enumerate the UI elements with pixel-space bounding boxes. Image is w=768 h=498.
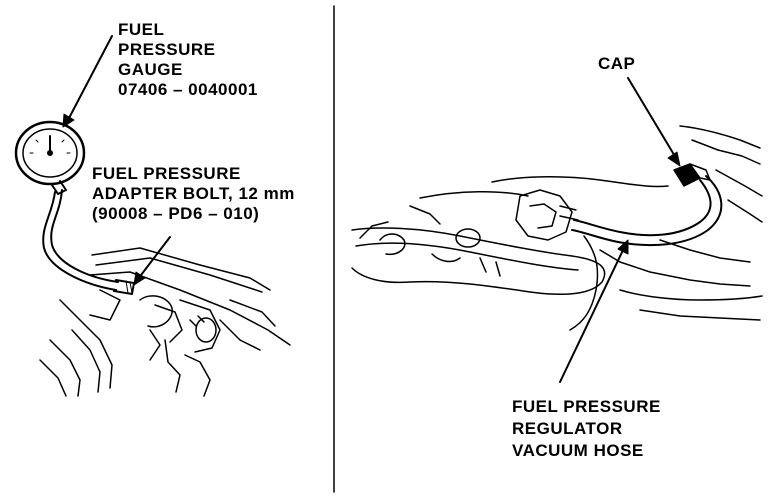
engine-detail-right: [351, 125, 763, 331]
hose-label-line3: VACUUM HOSE: [512, 441, 644, 460]
gauge-part-number: 07406 – 0040001: [118, 80, 258, 99]
engine-detail-left: [39, 247, 291, 397]
adapter-label-line1: FUEL PRESSURE: [92, 164, 241, 183]
hose-label-line1: FUEL PRESSURE: [512, 397, 661, 416]
vacuum-cap: [673, 163, 711, 187]
cap-pointer-line: [627, 77, 677, 159]
fuel-pressure-gauge: [14, 120, 86, 195]
gauge-pointer-arrowhead: [62, 113, 75, 128]
cap-label-text: CAP: [598, 54, 636, 73]
hose-pointer-arrowhead: [617, 239, 629, 255]
adapter-part-number: (90008 – PD6 – 010): [92, 204, 260, 223]
gauge-pointer-line: [67, 35, 113, 121]
adapter-pointer-line: [137, 236, 171, 280]
gauge-label-line2: PRESSURE: [118, 40, 216, 59]
cap-pointer-arrowhead: [667, 151, 681, 167]
gauge-hose: [42, 189, 135, 295]
vacuum-hose-label: FUEL PRESSURE REGULATOR VACUUM HOSE: [512, 396, 661, 462]
gauge-label-line1: FUEL: [118, 20, 165, 39]
gauge-label: FUEL PRESSURE GAUGE 07406 – 0040001: [118, 20, 258, 100]
cap-label: CAP: [598, 54, 635, 74]
adapter-bolt-label: FUEL PRESSURE ADAPTER BOLT, 12 mm (90008…: [92, 164, 295, 224]
hose-pointer-line: [559, 247, 625, 383]
hose-label-line2: REGULATOR: [512, 419, 623, 438]
adapter-label-line2: ADAPTER BOLT, 12 mm: [92, 184, 295, 203]
gauge-label-line3: GAUGE: [118, 60, 183, 79]
